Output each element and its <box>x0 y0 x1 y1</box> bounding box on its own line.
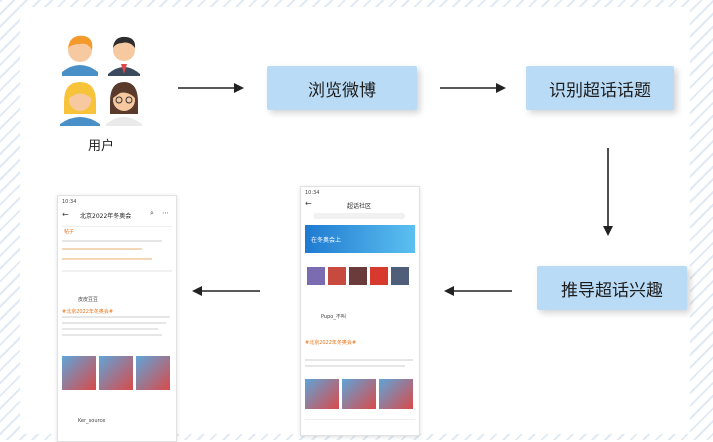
infer-interest-box: 推导超话兴趣 <box>537 266 687 310</box>
topic-tile <box>391 267 409 285</box>
feed-line <box>62 258 152 260</box>
topic-photo <box>342 379 376 409</box>
feed-post-author: 皮皮豆豆 <box>78 297 99 303</box>
topic-tile <box>307 267 325 285</box>
feed-search-icon: ⌕ <box>150 209 154 217</box>
feed-line <box>62 240 162 242</box>
topic-bottom-nav <box>305 419 415 420</box>
topic-phone-screenshot: 10:34 ← 超话社区 在冬奥会上 Pupo_不叫 #北京2022年冬奥会# <box>300 186 420 436</box>
user-avatars-icon <box>60 35 142 126</box>
feed-text-line <box>62 322 166 324</box>
topic-banner-text: 在冬奥会上 <box>311 237 342 244</box>
topic-post-hashtag: #北京2022年冬奥会# <box>305 340 357 346</box>
browse-weibo-box: 浏览微博 <box>267 66 417 110</box>
arrow-browse-to-identify <box>440 83 506 93</box>
feed-more-icon: ⋯ <box>162 209 169 217</box>
feed-photo <box>99 356 133 390</box>
topic-photo <box>379 379 413 409</box>
topic-back-icon: ← <box>305 199 312 208</box>
arrow-infer-to-topic-page <box>444 286 512 296</box>
feed-second-author: Ker_source <box>78 418 106 424</box>
feed-tab-row <box>62 226 172 227</box>
arrow-topic-page-to-feed <box>192 286 260 296</box>
topic-text-line <box>305 359 413 361</box>
feed-title: 北京2022年冬奥会 <box>80 213 132 220</box>
arrow-identify-to-infer <box>603 148 613 236</box>
feed-text-line <box>62 334 162 336</box>
topic-tile <box>370 267 388 285</box>
topic-post-author: Pupo_不叫 <box>321 314 346 320</box>
topic-search-bar <box>313 213 405 219</box>
topic-photo <box>305 379 339 409</box>
topic-tile <box>349 267 367 285</box>
feed-photo <box>62 356 96 390</box>
feed-back-icon: ← <box>62 210 69 219</box>
users-label: 用户 <box>88 139 115 154</box>
arrow-users-to-browse <box>178 83 244 93</box>
feed-text-line <box>62 316 170 318</box>
user-avatar-4-icon <box>106 82 142 126</box>
user-avatar-1-icon <box>62 35 98 76</box>
feed-phone-screenshot: 10:34 ← 北京2022年冬奥会 ⌕ ⋯ 帖子 皮皮豆豆 #北京2022年冬… <box>57 195 177 442</box>
topic-status-bar: 10:34 <box>305 190 320 196</box>
topic-tile <box>328 267 346 285</box>
user-avatar-2-icon <box>108 36 140 76</box>
topic-text-line <box>305 365 405 367</box>
feed-tab-active: 帖子 <box>64 229 75 235</box>
feed-line <box>62 248 142 250</box>
topic-title: 超话社区 <box>347 203 372 210</box>
feed-line <box>62 270 172 272</box>
feed-post-hashtag: #北京2022年冬奥会# <box>62 309 114 315</box>
topic-banner <box>305 225 415 253</box>
feed-photo <box>136 356 170 390</box>
user-avatar-3-icon <box>60 82 100 126</box>
feed-status-bar: 10:34 <box>62 199 77 205</box>
feed-text-line <box>62 328 158 330</box>
identify-topic-box: 识别超话话题 <box>526 66 674 110</box>
